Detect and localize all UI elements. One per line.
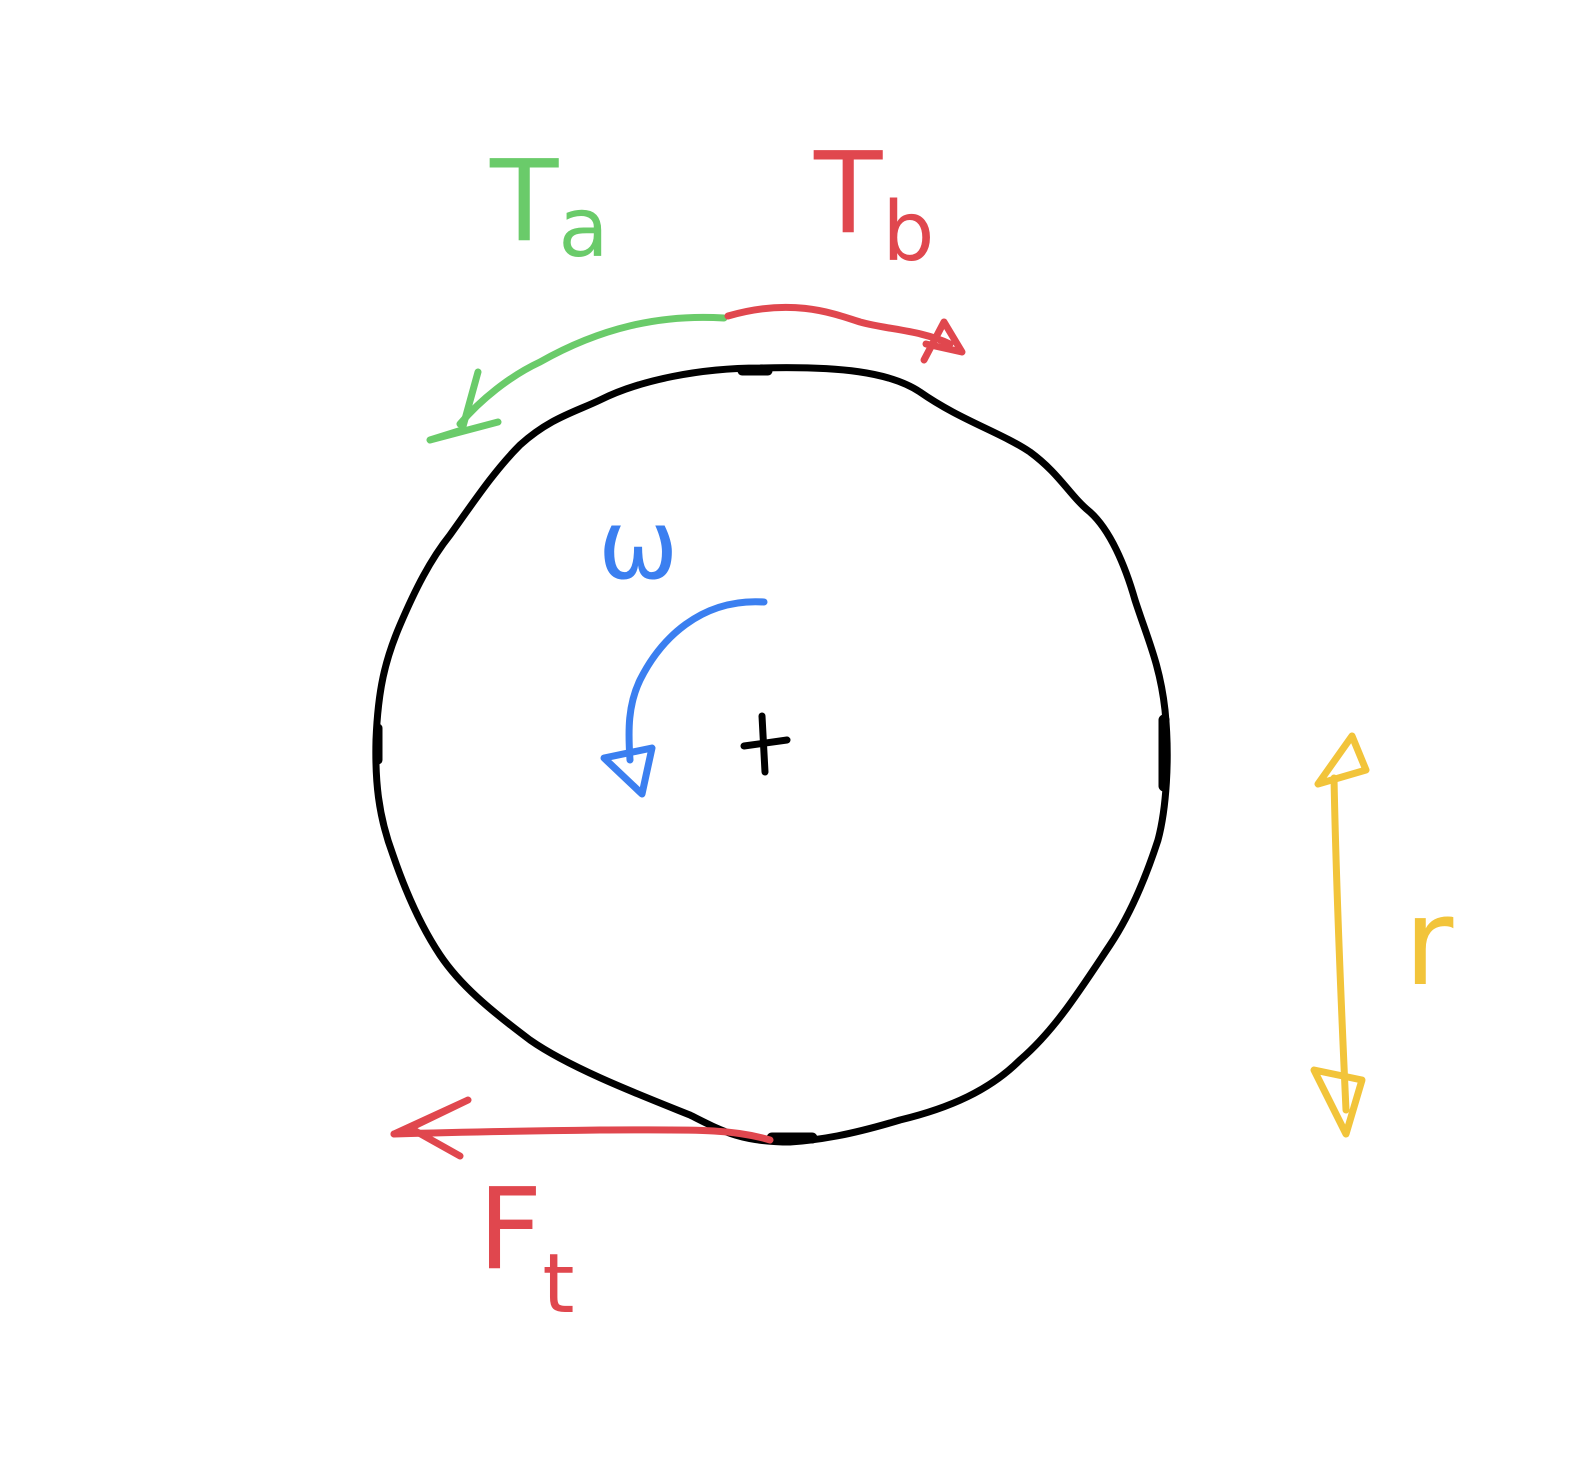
tangential-force-label-sub: t: [542, 1237, 574, 1332]
tension-b-label-main: T: [813, 129, 883, 259]
wheel-circle: [372, 364, 1171, 1146]
tension-a-arrow: [426, 313, 728, 444]
tension-a-label-sub: a: [558, 181, 608, 276]
radius-arrow: [1310, 732, 1370, 1138]
radius-label: r: [1404, 874, 1454, 1013]
tension-a-label-main: T: [489, 137, 559, 267]
tension-b-label: Tb: [813, 129, 934, 280]
tension-a-label: Ta: [489, 137, 609, 276]
tangential-force-label: Ft: [478, 1165, 575, 1332]
tangential-force-label-main: F: [478, 1165, 542, 1295]
angular-velocity-label: ω: [598, 489, 678, 601]
tension-b-arrow: [724, 303, 966, 364]
center-mark: [740, 712, 791, 776]
angular-velocity-arrow: [600, 598, 768, 798]
tension-b-label-sub: b: [882, 185, 934, 280]
tangential-force-arrow: [390, 1096, 774, 1160]
